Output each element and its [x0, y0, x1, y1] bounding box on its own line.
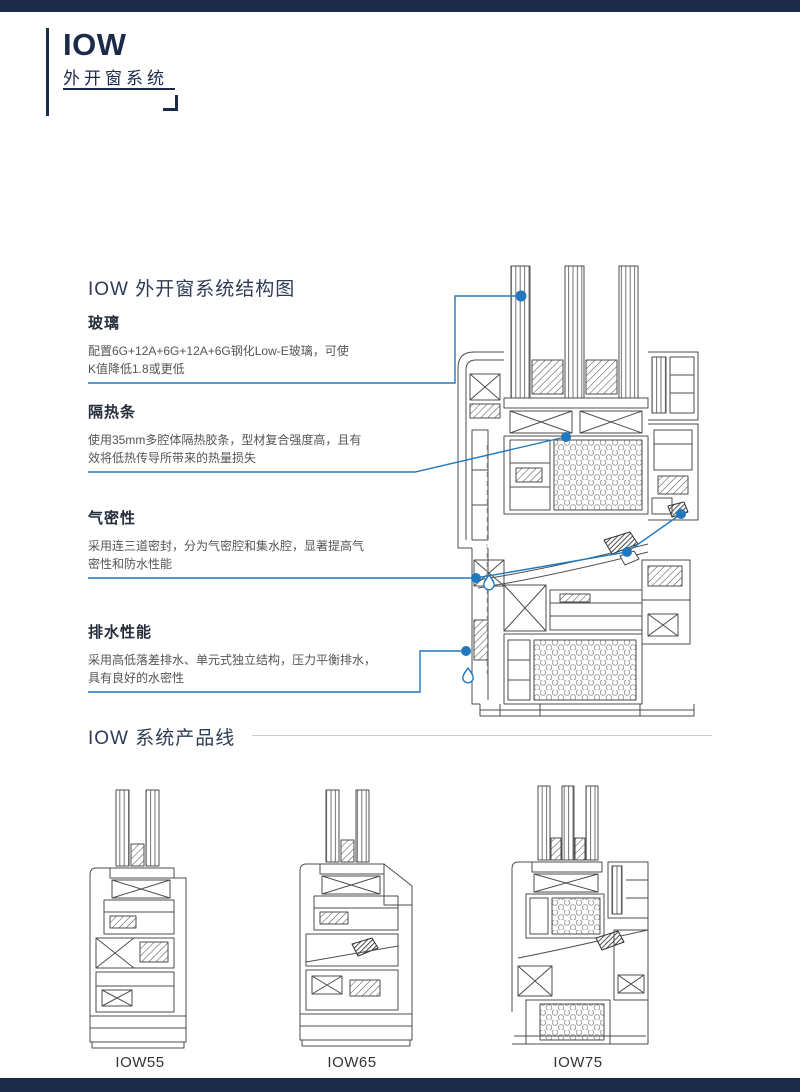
product-label-iow65: IOW65: [327, 1054, 377, 1071]
products-section-title: IOW 系统产品线: [88, 728, 236, 749]
feature-thermal-break: 隔热条 使用35mm多腔体隔热胶条，型材复合强度高，且有 效将低热传导所带来的热…: [88, 401, 436, 467]
feature-thermal-break-line1: 使用35mm多腔体隔热胶条，型材复合强度高，且有: [88, 433, 362, 447]
feature-glass-line2: K值降低1.8或更低: [88, 362, 185, 376]
water-drop-icon: [483, 573, 495, 591]
brand-title: IOW: [63, 27, 127, 62]
main-cross-section-diagram: [457, 265, 699, 717]
feature-drainage: 排水性能 采用高低落差排水、单元式独立结构，压力平衡排水， 具有良好的水密性: [88, 621, 436, 687]
brand-corner-mark: [163, 95, 178, 111]
product-label-iow55: IOW55: [115, 1054, 165, 1071]
feature-air-tightness-title: 气密性: [88, 510, 137, 527]
top-bar: [0, 0, 800, 12]
brand-vertical-rule: [46, 28, 49, 116]
feature-air-tightness-line1: 采用连三道密封，分为气密腔和集水腔，显著提高气: [88, 539, 365, 553]
glass-unit: [510, 265, 639, 399]
bottom-bar: [0, 1078, 800, 1092]
product-diagram-iow75: [511, 785, 649, 1045]
feature-glass-line1: 配置6G+12A+6G+12A+6G钢化Low-E玻璃，可使: [88, 344, 349, 358]
feature-thermal-break-line2: 效将低热传导所带来的热量损失: [88, 451, 257, 465]
water-drop-icon: [462, 666, 474, 684]
product-diagram-iow55: [89, 789, 187, 1049]
product-diagram-iow65: [299, 789, 413, 1047]
feature-drainage-title: 排水性能: [88, 624, 153, 641]
feature-glass: 玻璃 配置6G+12A+6G+12A+6G钢化Low-E玻璃，可使 K值降低1.…: [88, 312, 436, 378]
structure-section-title: IOW 外开窗系统结构图: [88, 279, 296, 300]
products-section-rule: [252, 735, 712, 736]
feature-thermal-break-title: 隔热条: [88, 404, 137, 421]
feature-drainage-line1: 采用高低落差排水、单元式独立结构，压力平衡排水，: [88, 653, 377, 667]
brand-subtitle: 外开窗系统: [63, 69, 168, 88]
feature-air-tightness-line2: 密性和防水性能: [88, 557, 173, 571]
brand-block: IOW 外开窗系统: [46, 27, 196, 119]
feature-air-tightness: 气密性 采用连三道密封，分为气密腔和集水腔，显著提高气 密性和防水性能: [88, 507, 436, 573]
feature-drainage-line2: 具有良好的水密性: [88, 671, 185, 685]
brand-horizontal-rule: [63, 88, 175, 90]
feature-glass-title: 玻璃: [88, 315, 121, 332]
product-label-iow75: IOW75: [553, 1054, 603, 1071]
